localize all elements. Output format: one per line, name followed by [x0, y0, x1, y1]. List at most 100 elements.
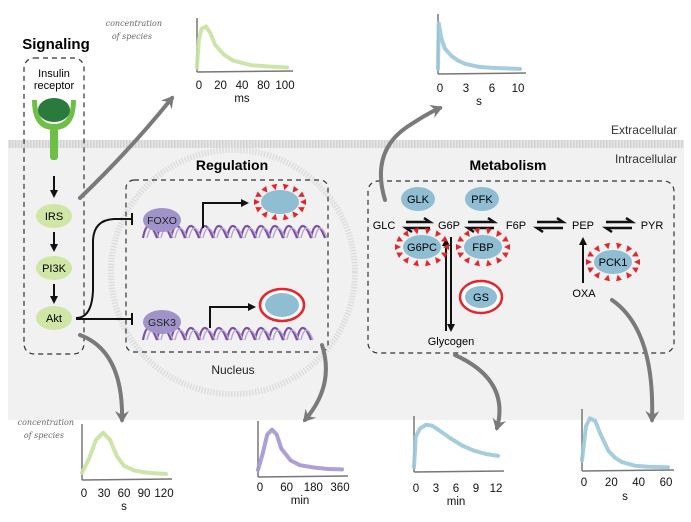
enzyme-pck1[interactable]: PCK1	[586, 242, 640, 282]
upregulation-mark	[271, 183, 278, 191]
data-point	[165, 473, 167, 475]
svg-text:concentration: concentration	[18, 418, 74, 427]
upregulation-mark	[440, 236, 448, 242]
data-point	[232, 59, 234, 62]
upregulation-mark	[496, 230, 503, 237]
x-axis-label: s	[622, 491, 628, 503]
x-tick-label: 80	[257, 80, 270, 92]
data-point	[464, 63, 467, 65]
data-point	[437, 428, 439, 431]
data-point	[271, 428, 273, 431]
svg-text:of species: of species	[24, 431, 64, 440]
x-tick-label: 3	[433, 483, 439, 495]
x-axis-label: min	[447, 496, 466, 508]
enzyme-fbp[interactable]: FBP	[456, 227, 510, 267]
upregulation-mark	[604, 274, 610, 282]
regulator-foxo[interactable]: FOXO	[143, 208, 181, 232]
series-line	[256, 427, 344, 472]
metabolite-pep: PEP	[572, 220, 594, 232]
node-pi3k[interactable]: PI3K	[36, 256, 72, 280]
data-point	[88, 457, 90, 460]
upregulation-mark	[396, 252, 404, 258]
x-tick-label: 40	[236, 80, 249, 92]
data-point	[444, 47, 446, 50]
upregulation-mark	[501, 236, 509, 242]
x-tick-label: 6	[489, 83, 495, 95]
data-point	[581, 459, 583, 462]
node-akt[interactable]: Akt	[36, 306, 72, 330]
enzyme-glk[interactable]: GLK	[401, 187, 435, 211]
enzyme-gs[interactable]: GS	[458, 279, 504, 315]
x-tick-label: 60	[280, 482, 293, 494]
upregulation-mark	[300, 199, 306, 205]
data-point	[519, 68, 521, 70]
data-point	[491, 67, 494, 69]
transcription-arrow-gsk3	[209, 303, 256, 328]
x-axis-label: ms	[234, 93, 250, 105]
regulation-box	[125, 179, 329, 353]
x-tick-label: 12	[490, 483, 503, 495]
upregulation-mark	[504, 244, 510, 250]
upregulation-mark	[604, 242, 610, 250]
reversible-arrow-1	[463, 216, 499, 234]
x-tick-label: 0	[437, 83, 443, 95]
upregulation-mark	[261, 211, 268, 218]
upregulation-mark	[440, 252, 448, 258]
x-tick-label: 20	[605, 477, 618, 489]
data-point	[437, 68, 439, 70]
data-point	[413, 466, 415, 469]
x-tick-label: 0	[81, 488, 87, 500]
upregulation-mark	[501, 252, 509, 258]
upregulation-mark	[631, 267, 639, 273]
x-axis-label: s	[121, 501, 127, 513]
insulin-receptor-label-2: receptor	[34, 80, 75, 92]
svg-text:PFK: PFK	[471, 194, 493, 206]
x-tick-label: 120	[154, 488, 173, 500]
data-point	[450, 55, 453, 57]
upregulation-mark	[474, 227, 480, 235]
upregulation-mark	[282, 183, 289, 191]
upregulation-mark	[396, 236, 404, 242]
series-line	[436, 21, 522, 71]
data-point	[497, 455, 499, 457]
upregulation-mark	[593, 245, 600, 252]
upregulation-mark	[292, 186, 299, 193]
data-point	[266, 433, 269, 436]
upregulation-mark	[463, 230, 470, 237]
svg-text:FOXO: FOXO	[147, 215, 177, 227]
x-tick-label: 30	[98, 488, 111, 500]
metabolism-box	[367, 180, 675, 354]
svg-text:IRS: IRS	[45, 211, 63, 223]
x-tick-label: 180	[304, 482, 323, 494]
data-point	[280, 447, 283, 450]
upregulation-mark	[435, 257, 442, 264]
svg-text:G6PC: G6PC	[407, 242, 437, 254]
data-point	[440, 37, 443, 40]
svg-text:Akt: Akt	[46, 313, 62, 325]
data-point	[620, 461, 623, 463]
metabolite-oxa: OXA	[572, 288, 596, 300]
x-tick-label: 9	[473, 483, 479, 495]
insulin-receptor-icon[interactable]	[32, 98, 76, 160]
upregulation-mark	[402, 230, 409, 237]
regulator-gsk3[interactable]: GSK3	[143, 310, 181, 334]
node-irs[interactable]: IRS	[36, 204, 72, 228]
enzyme-g6pc[interactable]: G6PC	[395, 227, 449, 267]
upregulation-mark	[634, 259, 640, 265]
gsk3-target-protein-modified	[258, 287, 306, 323]
upregulation-mark	[474, 259, 480, 267]
x-tick-label: 20	[214, 80, 227, 92]
connector-regulation-to-plot	[303, 343, 328, 423]
foxo-target-protein-upregulated	[254, 183, 306, 221]
enzyme-pfk[interactable]: PFK	[465, 187, 499, 211]
x-tick-label: 90	[138, 488, 151, 500]
upregulation-mark	[413, 259, 419, 267]
regulation-title: Regulation	[196, 157, 268, 173]
upregulation-mark	[457, 252, 465, 258]
upregulation-mark	[298, 207, 305, 213]
upregulation-mark	[587, 251, 595, 257]
